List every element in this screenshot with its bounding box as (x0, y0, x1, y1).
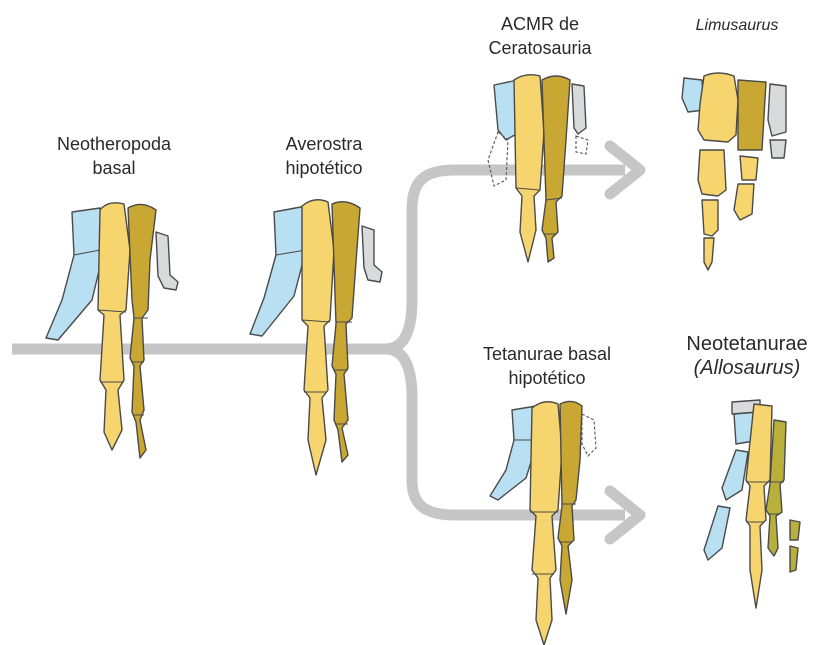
label-neotetanurae: Neotetanurae (Allosaurus) (672, 332, 822, 380)
label-line: Neotheropoda (44, 132, 184, 156)
label-line: hipotético (462, 366, 632, 390)
label-line: Tetanurae basal (462, 342, 632, 366)
label-line: basal (44, 156, 184, 180)
label-line: Limusaurus (672, 14, 802, 38)
hand-limusaurus (682, 73, 786, 270)
hand-allosaurus (704, 400, 800, 608)
hand-neotheropoda-basal (46, 203, 178, 458)
label-tetanurae-basal: Tetanurae basal hipotético (462, 342, 632, 390)
label-line: Neotetanurae (672, 332, 822, 356)
hand-averostra (250, 200, 382, 475)
label-line: Averostra (254, 132, 394, 156)
hand-tetanurae-basal (490, 401, 596, 645)
label-line: hipotético (254, 156, 394, 180)
label-line: (Allosaurus) (672, 356, 822, 380)
label-acmr-ceratosauria: ACMR de Ceratosauria (470, 12, 610, 60)
label-neotheropoda-basal: Neotheropoda basal (44, 132, 184, 180)
label-line: ACMR de (470, 12, 610, 36)
label-limusaurus: Limusaurus (672, 14, 802, 38)
label-averostra: Averostra hipotético (254, 132, 394, 180)
label-line: Ceratosauria (470, 36, 610, 60)
